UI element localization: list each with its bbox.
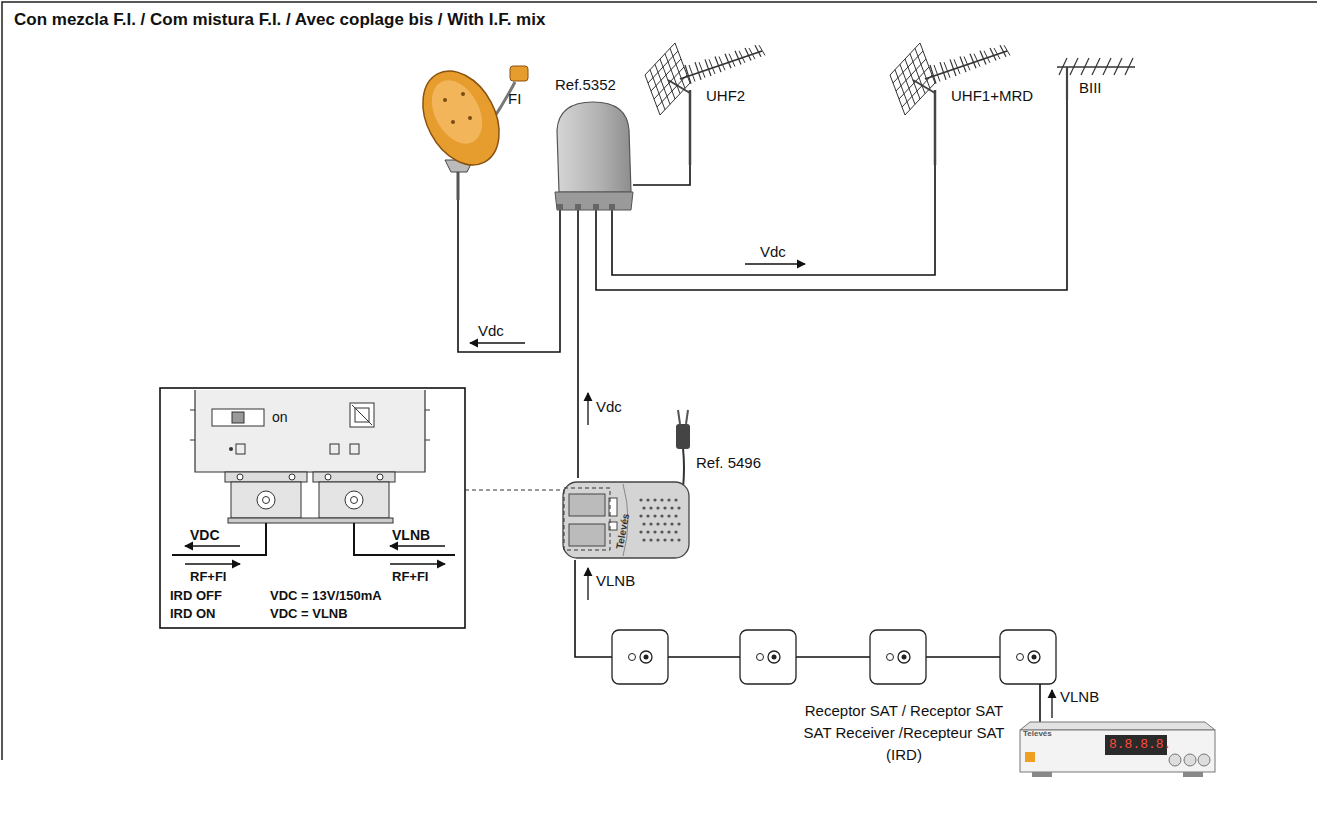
coax-cable [596,100,1067,290]
amplifier-box: Ref.5352 [553,100,633,210]
coax-cable [612,165,935,275]
amplifier-box-shape [553,100,633,210]
vdc-label: Vdc [596,398,622,416]
wall-outlet [740,630,796,684]
voltage-spec: VDC = 13V/150mA [270,588,382,604]
satellite-dish: FI [415,60,545,200]
vlnb-arrow [587,568,588,600]
wall-outlet [1000,630,1056,684]
inset-cable [354,523,455,555]
vhf-antenna: BIII [1055,55,1135,100]
rf-arrow [390,563,445,564]
vlnb-label: VLNB [1060,688,1099,706]
rf-arrow [185,563,240,564]
voltage-spec: VDC = VLNB [270,606,348,622]
brand-logo: Televés [1023,729,1052,739]
uhf-antenna-shape [640,35,765,165]
leader-line [465,490,565,491]
vdc-arrow [185,545,240,546]
vlnb-label: VLNB [596,572,635,590]
coax-cable [458,200,560,352]
coax-cable [633,165,690,185]
vdc-arrow [587,393,588,425]
signal-label: RF+FI [190,569,226,585]
node-label: FI [508,90,521,108]
satellite-dish-shape [415,60,545,200]
coax-cable [577,210,579,478]
vdc-label: Vdc [478,322,504,340]
display-digits: 8.8.8.8. [1109,737,1171,753]
voltage-label: VDC [190,527,220,544]
inset-frame [160,388,465,628]
signal-label: RF+FI [392,569,428,585]
uhf-antenna: UHF1+MRD [885,35,1010,165]
frame-line [2,2,1317,760]
voltage-label: VLNB [392,527,430,544]
wall-outlet [870,630,926,684]
wall-outlet [612,630,668,684]
vlnb-arrow [1051,690,1052,718]
node-label: BIII [1079,79,1102,97]
state-label: IRD ON [170,606,216,622]
inset-cable [172,523,266,555]
state-label: IRD OFF [170,588,222,604]
node-label: Ref. 5496 [696,454,761,472]
uhf-antenna: UHF2 [640,35,765,165]
vdc-arrow [470,342,525,343]
node-label: Ref.5352 [555,76,616,94]
coax-cable [575,560,1040,722]
diagram-title: Con mezcla F.I. / Com mistura F.I. / Ave… [14,10,545,30]
vdc-arrow [745,263,805,264]
inset-device [190,390,430,523]
vdc-label: Vdc [760,243,786,261]
vlnb-arrow [390,545,445,546]
node-label: Receptor SAT / Receptor SAT SAT Receiver… [798,700,1010,765]
node-label: UHF2 [706,87,745,105]
node-label: UHF1+MRD [951,87,1033,105]
switch-label: on [272,409,288,426]
